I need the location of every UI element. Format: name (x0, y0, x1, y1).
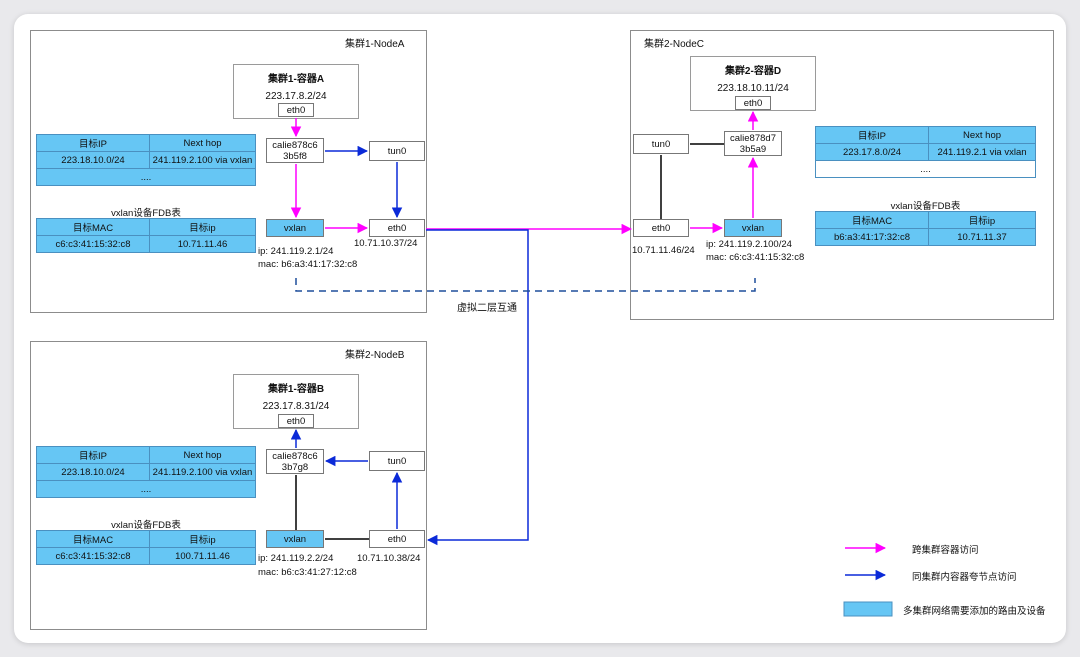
route-cell: 241.119.2.100 via vxlan (149, 463, 256, 481)
fdb-header-mac: 目标MAC (36, 530, 150, 548)
route-cell: 241.119.2.100 via vxlan (149, 151, 256, 169)
node-c-eth0: eth0 (633, 219, 689, 237)
node-b (30, 341, 427, 630)
node-c-cali: calie878d7 3b5a9 (724, 131, 782, 156)
node-b-tun0: tun0 (369, 451, 425, 471)
route-more: .... (36, 480, 256, 498)
legend-added-devices: 多集群网络需要添加的路由及设备 (903, 606, 1046, 617)
node-a-eth0-ip: 10.71.10.37/24 (354, 238, 418, 249)
node-a-vxlan: vxlan (266, 219, 324, 237)
fdb-cell: 10.71.11.46 (149, 235, 256, 253)
node-c-vxlan: vxlan (724, 219, 782, 237)
tunnel-label: 虚拟二层互通 (457, 303, 517, 314)
node-a-vxlan-mac: mac: b6:a3:41:17:32:c8 (258, 259, 358, 270)
fdb-header-ip: 目标ip (149, 530, 256, 548)
container-a-ip: 223.17.8.2/24 (265, 91, 327, 102)
node-b-eth0-ip: 10.71.10.38/24 (357, 553, 421, 564)
route-header-ip: 目标IP (36, 134, 150, 152)
node-c-tun0: tun0 (633, 134, 689, 154)
fdb-header-mac: 目标MAC (36, 218, 150, 236)
route-cell: 223.18.10.0/24 (36, 463, 150, 481)
node-c-title: 集群2-NodeC (644, 39, 705, 50)
node-c-eth0-ip: 10.71.11.46/24 (632, 245, 695, 256)
node-a-cali: calie878c6 3b5f8 (266, 138, 324, 163)
node-b-cali: calie878c6 3b7g8 (266, 449, 324, 474)
container-d-title: 集群2-容器D (724, 66, 782, 77)
node-c (630, 30, 1054, 320)
node-a-title: 集群1-NodeA (345, 39, 405, 50)
legend-same-cluster: 同集群内容器夸节点访问 (912, 572, 1017, 583)
fdb-cell: b6:a3:41:17:32:c8 (815, 228, 929, 246)
node-c-fdb-caption: vxlan设备FDB表 (890, 201, 961, 212)
route-more: .... (36, 168, 256, 186)
node-a (30, 30, 427, 313)
fdb-header-ip: 目标ip (149, 218, 256, 236)
route-more: .... (815, 160, 1036, 178)
legend-cross-cluster: 跨集群容器访问 (912, 545, 979, 556)
fdb-cell: 100.71.11.46 (149, 547, 256, 565)
node-b-fdb-caption: vxlan设备FDB表 (111, 520, 181, 531)
node-b-vxlan-mac: mac: b6:c3:41:27:12:c8 (258, 567, 357, 578)
legend-fill-swatch (843, 601, 893, 617)
node-c-vxlan-ip: ip: 241.119.2.100/24 (706, 239, 792, 250)
container-a-eth0: eth0 (278, 103, 314, 117)
fdb-header-ip: 目标ip (928, 211, 1036, 229)
container-b-ip: 223.17.8.31/24 (262, 401, 330, 412)
vxlan-virtual-l2-link (295, 278, 756, 292)
node-b-eth0: eth0 (369, 530, 425, 548)
container-d-ip: 223.18.10.11/24 (717, 83, 789, 94)
route-header-nexthop: Next hop (149, 446, 256, 464)
node-a-fdb-caption: vxlan设备FDB表 (111, 208, 181, 219)
node-b-title: 集群2-NodeB (345, 350, 405, 361)
node-a-tun0: tun0 (369, 141, 425, 161)
route-header-nexthop: Next hop (928, 126, 1036, 144)
node-b-vxlan: vxlan (266, 530, 324, 548)
fdb-cell: c6:c3:41:15:32:c8 (36, 235, 150, 253)
container-b-eth0: eth0 (278, 414, 314, 428)
container-a-title: 集群1-容器A (267, 74, 325, 85)
link-a-to-b (426, 229, 529, 546)
node-c-vxlan-mac: mac: c6:c3:41:15:32:c8 (706, 252, 805, 263)
route-cell: 241.119.2.1 via vxlan (928, 143, 1036, 161)
container-b-title: 集群1-容器B (267, 384, 325, 395)
node-a-eth0: eth0 (369, 219, 425, 237)
node-a-vxlan-ip: ip: 241.119.2.1/24 (258, 246, 334, 257)
route-cell: 223.18.10.0/24 (36, 151, 150, 169)
container-d-eth0: eth0 (735, 96, 771, 110)
node-b-vxlan-ip: ip: 241.119.2.2/24 (258, 553, 334, 564)
fdb-cell: 10.71.11.37 (928, 228, 1036, 246)
